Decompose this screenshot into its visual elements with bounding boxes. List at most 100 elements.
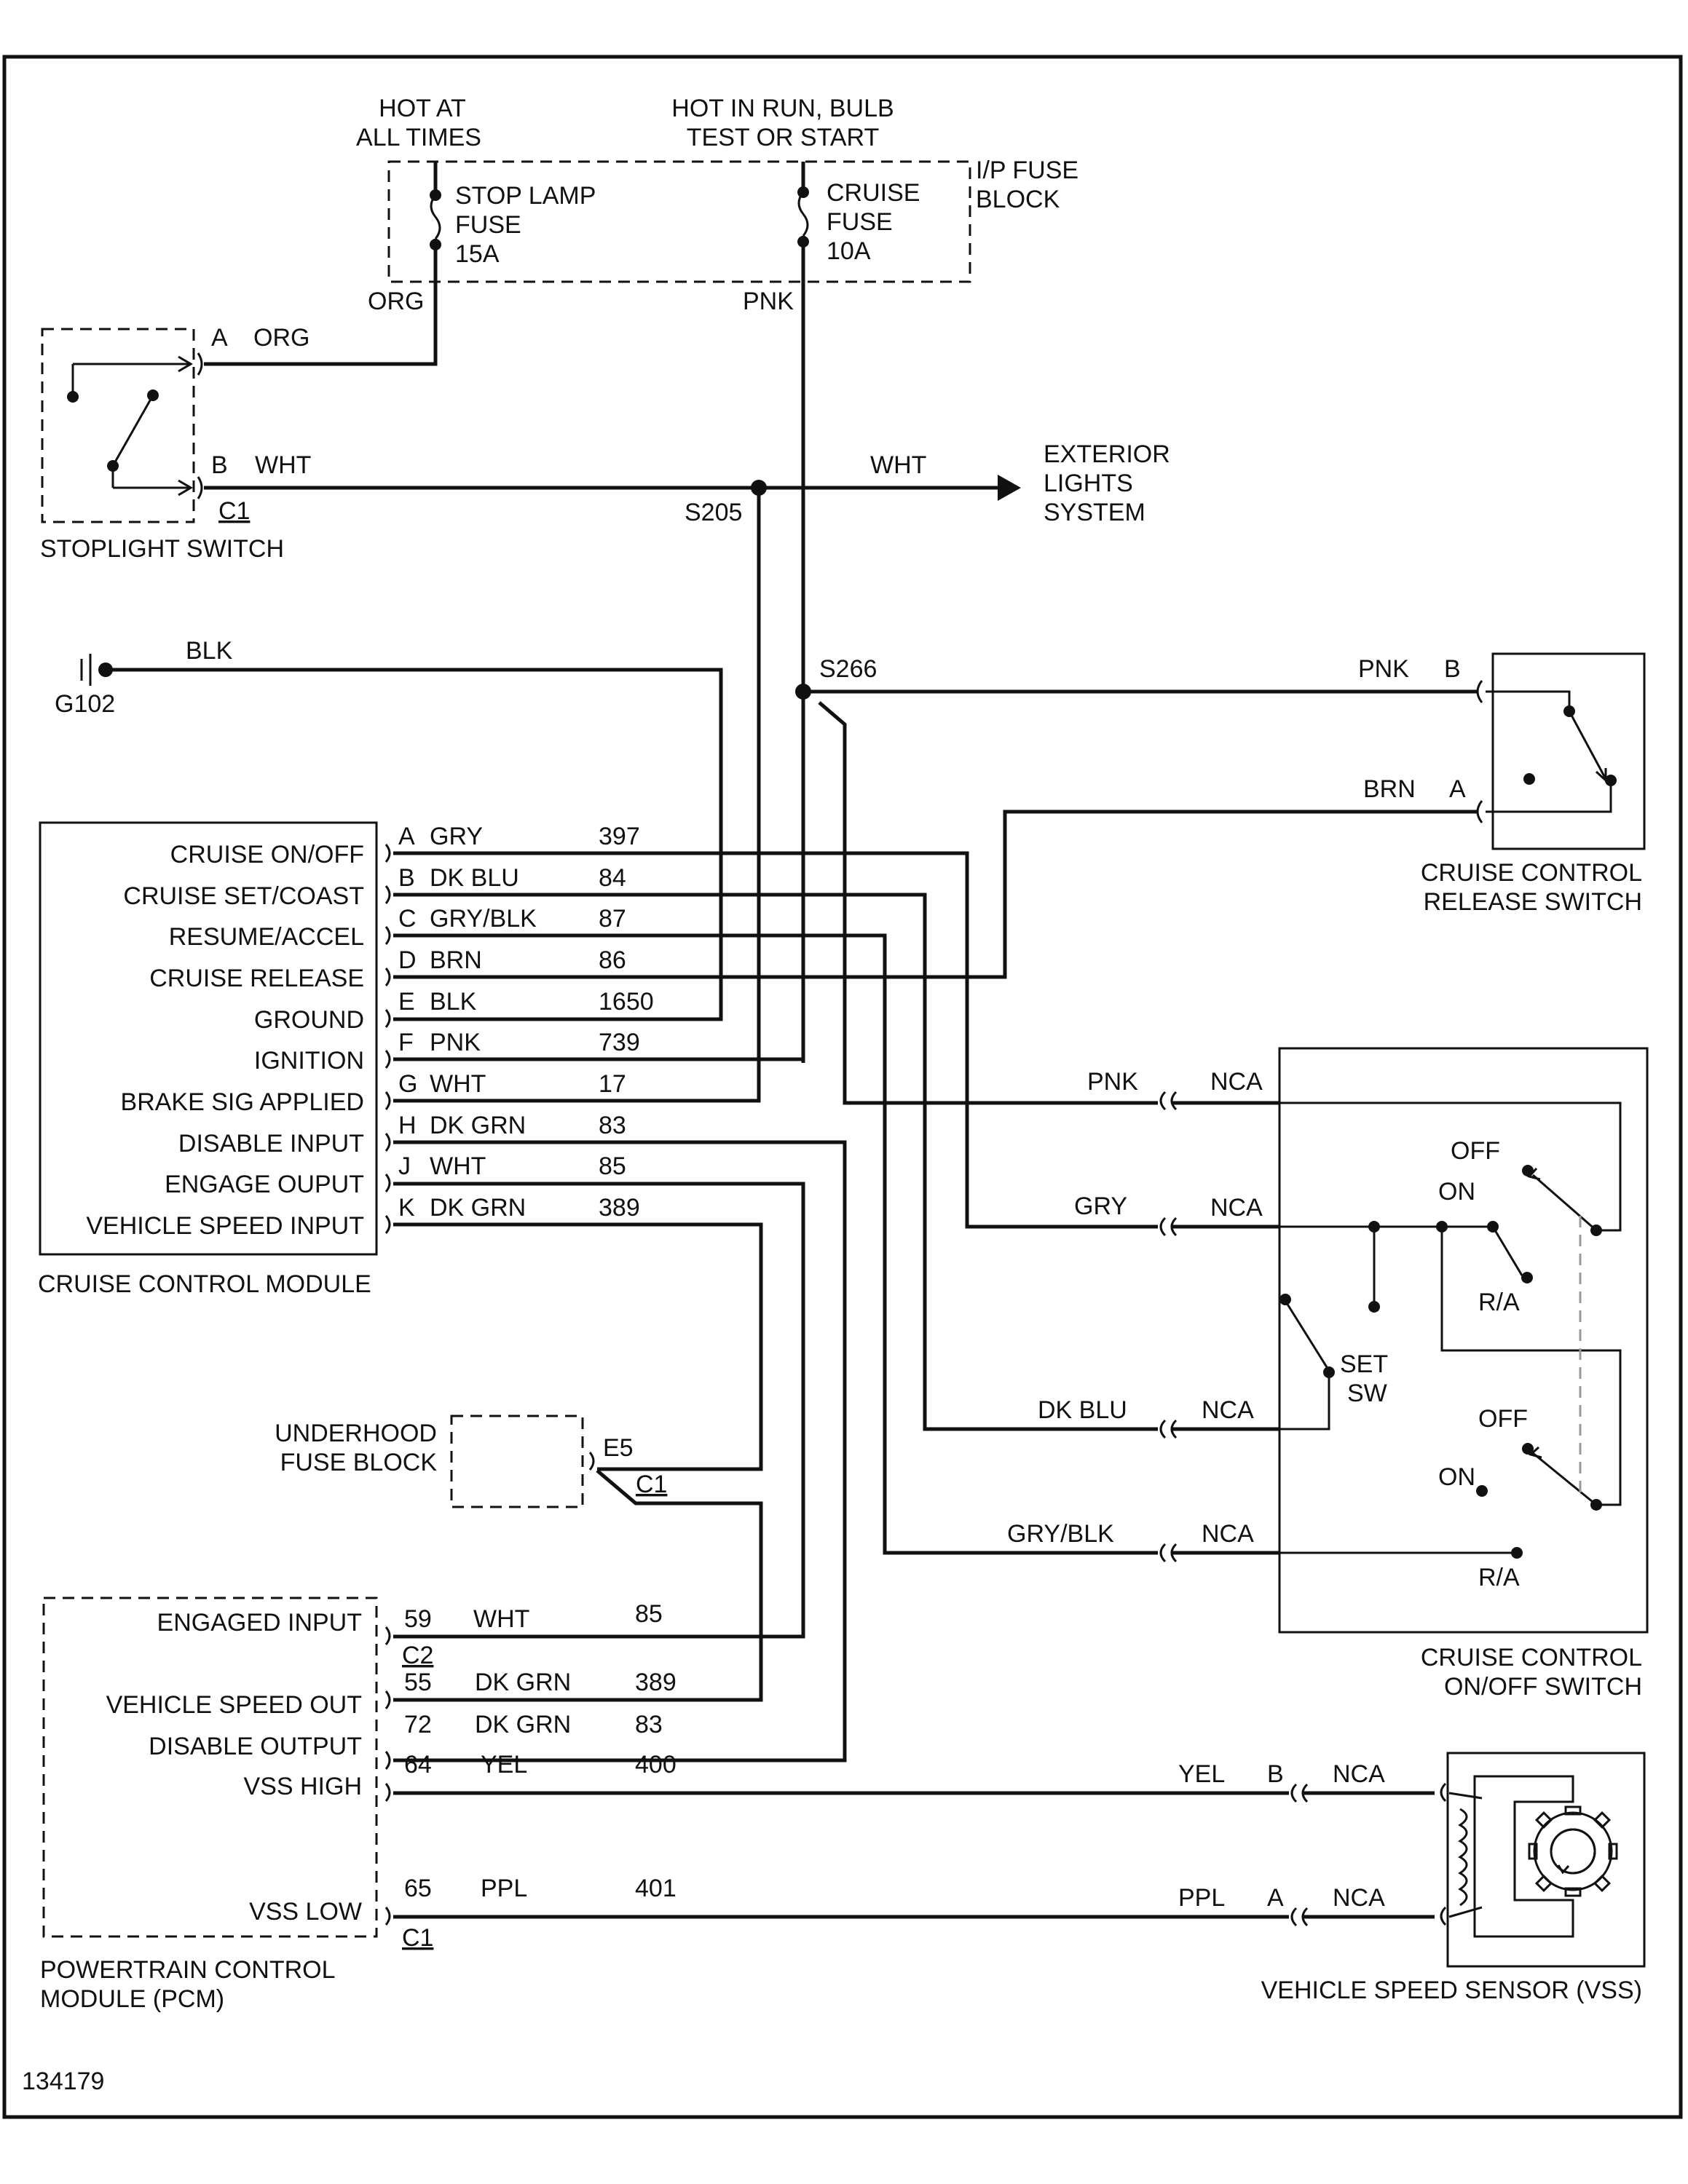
onoff-bottom-ra: R/A bbox=[1478, 1564, 1520, 1591]
ccm-pin-circuit: 389 bbox=[599, 1194, 640, 1222]
onoff-switch-title-1: CRUISE CONTROL bbox=[1421, 1644, 1642, 1671]
vss-title: VEHICLE SPEED SENSOR (VSS) bbox=[1261, 1977, 1642, 2004]
ccm-pin-color: DK GRN bbox=[430, 1112, 526, 1139]
stoplight-pin-b-wire: WHT bbox=[255, 451, 311, 479]
onoff-switch-title-2: ON/OFF SWITCH bbox=[1444, 1673, 1642, 1701]
stoplight-pin-a: A bbox=[211, 324, 228, 352]
release-pin-b-wire: PNK bbox=[1358, 655, 1409, 683]
pcm-pin-name: DISABLE OUTPUT bbox=[149, 1733, 362, 1760]
ccm-pin-letter: C bbox=[398, 905, 417, 933]
ccm-pin-name: IGNITION bbox=[254, 1047, 364, 1075]
splice-s205: S205 bbox=[685, 499, 742, 526]
stop-lamp-fuse-label-2: FUSE bbox=[455, 211, 521, 239]
onoff-wire-nca: NCA bbox=[1210, 1194, 1263, 1222]
ccm-pin-color: DK BLU bbox=[430, 864, 519, 892]
cruise-fuse-label-2: FUSE bbox=[827, 208, 893, 236]
diagram-frame bbox=[2, 55, 1683, 2119]
ccm-title: CRUISE CONTROL MODULE bbox=[38, 1270, 371, 1298]
ccm-pin-letter: H bbox=[398, 1112, 417, 1139]
hot-at-all-times-label-2: ALL TIMES bbox=[356, 124, 481, 151]
ccm-pin-circuit: 83 bbox=[599, 1112, 626, 1139]
fuse-block-outline bbox=[387, 160, 971, 283]
pcm-pin-name: ENGAGED INPUT bbox=[157, 1609, 362, 1637]
wire-pnk-label: PNK bbox=[743, 288, 794, 315]
ccm-pin-circuit: 1650 bbox=[599, 988, 654, 1016]
vss-low-pin: A bbox=[1267, 1884, 1284, 1912]
pcm-pin-number: 65 bbox=[404, 1875, 432, 1902]
ccm-outline bbox=[39, 821, 378, 1256]
figure-id: 134179 bbox=[22, 2068, 104, 2095]
vss-reluctor-icon bbox=[1533, 1811, 1613, 1891]
stoplight-pin-b: B bbox=[211, 451, 228, 479]
cruise-fuse-label-1: CRUISE bbox=[827, 179, 920, 207]
pcm-connector-c1: C1 bbox=[402, 1924, 433, 1952]
onoff-wire-nca: NCA bbox=[1202, 1396, 1254, 1424]
pcm-pin-color: DK GRN bbox=[475, 1711, 571, 1738]
ccm-pin-circuit: 85 bbox=[599, 1152, 626, 1180]
fuse-block-label-2: BLOCK bbox=[976, 186, 1060, 213]
ccm-pin-color: BLK bbox=[430, 988, 477, 1016]
stoplight-connector-c1: C1 bbox=[218, 497, 250, 525]
ccm-pin-color: DK GRN bbox=[430, 1194, 526, 1222]
pcm-pin-circuit: 400 bbox=[635, 1751, 677, 1779]
cruise-fuse-icon bbox=[797, 191, 809, 237]
ccm-pin-letter: D bbox=[398, 946, 417, 974]
fuse-block-label-1: I/P FUSE bbox=[976, 157, 1078, 184]
stop-lamp-fuse-label-3: 15A bbox=[455, 240, 500, 268]
stoplight-switch: A ORG B WHT C1 STOPLIGHT SWITCH bbox=[40, 324, 311, 563]
pcm-pin-color: WHT bbox=[473, 1605, 529, 1633]
splice-s266: S266 bbox=[819, 655, 877, 683]
stoplight-switch-outline bbox=[41, 328, 195, 523]
onoff-bottom-on: ON bbox=[1438, 1463, 1475, 1491]
ground-wire-label: BLK bbox=[186, 637, 233, 665]
pcm-pin-circuit: 83 bbox=[635, 1711, 663, 1738]
cruise-fuse-label-3: 10A bbox=[827, 237, 871, 265]
ccm-pin-name: VEHICLE SPEED INPUT bbox=[86, 1212, 364, 1240]
release-switch-title-1: CRUISE CONTROL bbox=[1421, 859, 1642, 887]
underhood-title-1: UNDERHOOD bbox=[275, 1420, 437, 1447]
pcm-pin-number: 55 bbox=[404, 1669, 432, 1696]
onoff-top-off: OFF bbox=[1451, 1137, 1500, 1165]
pcm-pin-number: 59 bbox=[404, 1605, 432, 1633]
pcm-pin-color: PPL bbox=[481, 1875, 527, 1902]
underhood-title-2: FUSE BLOCK bbox=[280, 1449, 438, 1476]
ccm-pin-color: GRY/BLK bbox=[430, 905, 537, 933]
vss-low-wire: PPL bbox=[1178, 1884, 1225, 1912]
exterior-arrow-icon bbox=[998, 475, 1021, 501]
exterior-lights-label-2: LIGHTS bbox=[1044, 470, 1133, 497]
release-switch-outline bbox=[1491, 652, 1646, 850]
cruise-release-switch: PNK B BRN A CRUISE CONTROL RELEASE SWITC… bbox=[1358, 652, 1646, 916]
onoff-top-ra: R/A bbox=[1478, 1289, 1520, 1316]
ccm-pin-circuit: 17 bbox=[599, 1070, 626, 1098]
exterior-lights-label-1: EXTERIOR bbox=[1044, 440, 1170, 468]
vss-high-wire: YEL bbox=[1178, 1760, 1225, 1788]
ccm-pin-letter: E bbox=[398, 988, 415, 1016]
release-pin-a: A bbox=[1449, 775, 1466, 803]
pcm-connector-c2: C2 bbox=[402, 1642, 433, 1669]
vss-high-nca: NCA bbox=[1333, 1760, 1385, 1788]
ccm-pin-name: CRUISE ON/OFF bbox=[170, 841, 364, 869]
ccm-pin-circuit: 84 bbox=[599, 864, 626, 892]
exterior-lights-label-3: SYSTEM bbox=[1044, 499, 1145, 526]
ccm-pin-letter: K bbox=[398, 1194, 415, 1222]
pcm-pin-list: ENGAGED INPUT 59 WHT 85 VEHICLE SPEED OU… bbox=[106, 1600, 677, 1926]
ccm-pin-circuit: 87 bbox=[599, 905, 626, 933]
onoff-top-contact bbox=[1532, 1174, 1597, 1232]
pcm-pin-number: 64 bbox=[404, 1751, 432, 1779]
pcm-pin-name: VSS LOW bbox=[249, 1898, 362, 1926]
underhood-pin-e5: E5 bbox=[603, 1434, 634, 1462]
stoplight-pin-a-wire: ORG bbox=[253, 324, 309, 352]
vss-outline bbox=[1446, 1752, 1646, 1968]
stop-lamp-fuse-label-1: STOP LAMP bbox=[455, 182, 596, 210]
onoff-wire-color: PNK bbox=[1087, 1068, 1138, 1096]
ccm-pin-letter: J bbox=[398, 1152, 411, 1180]
onoff-bottom-off: OFF bbox=[1478, 1405, 1528, 1433]
ccm-pin-circuit: 739 bbox=[599, 1029, 640, 1056]
ground-g102: G102 BLK bbox=[55, 637, 723, 1021]
ccm-pin-color: WHT bbox=[430, 1152, 486, 1180]
pcm-pin-circuit: 401 bbox=[635, 1875, 677, 1902]
vss-low-nca: NCA bbox=[1333, 1884, 1385, 1912]
vss-coil-icon bbox=[1458, 1808, 1468, 1907]
hot-in-run-label-1: HOT IN RUN, BULB bbox=[671, 95, 894, 122]
